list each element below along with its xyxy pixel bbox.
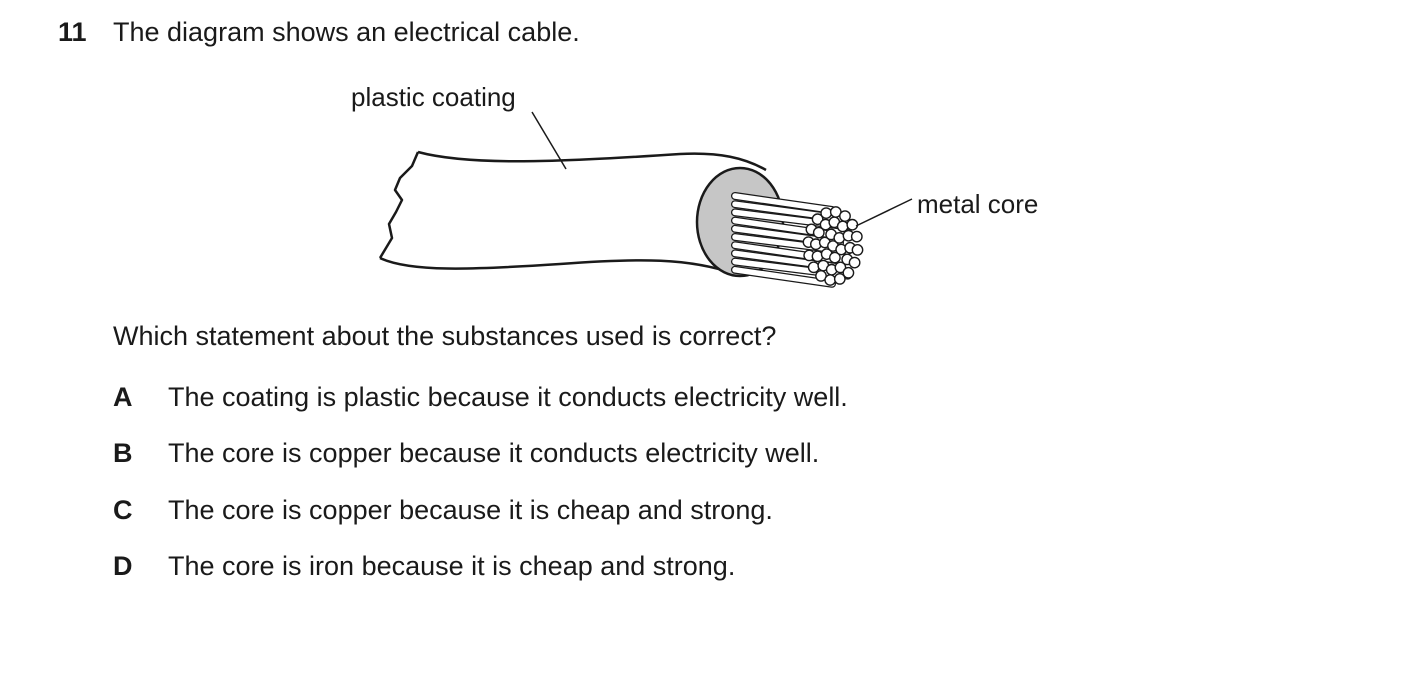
wire-tip xyxy=(848,256,861,269)
option-a[interactable]: A The coating is plastic because it condu… xyxy=(113,381,848,413)
wire-tip xyxy=(836,220,849,233)
option-c[interactable]: C The core is copper because it is cheap … xyxy=(113,494,773,526)
wire-tip xyxy=(850,230,863,243)
wire-strand xyxy=(732,267,835,287)
wire-tip xyxy=(807,261,820,274)
wire-tip xyxy=(820,207,833,220)
option-letter: D xyxy=(113,551,133,581)
wire-tip xyxy=(834,261,847,274)
wire-tip xyxy=(824,274,837,286)
wire-tip xyxy=(851,243,864,256)
option-text: The core is copper because it conducts e… xyxy=(168,438,820,468)
wire-tip xyxy=(842,266,855,279)
option-b[interactable]: B The core is copper because it conducts … xyxy=(113,437,819,469)
option-letter: B xyxy=(113,438,133,468)
wire-tip xyxy=(846,218,859,231)
option-letter: A xyxy=(113,382,133,412)
option-letter: C xyxy=(113,495,133,525)
question-intro: The diagram shows an electrical cable. xyxy=(113,17,580,47)
option-text: The core is copper because it is cheap a… xyxy=(168,495,773,525)
question-stem: Which statement about the substances use… xyxy=(113,321,777,351)
metal-core-strands xyxy=(731,192,864,288)
wire-tip xyxy=(829,251,841,264)
option-d[interactable]: D The core is iron because it is cheap an… xyxy=(113,550,735,582)
wire-strand xyxy=(732,193,835,213)
label-metal-core: metal core xyxy=(917,189,1038,219)
cable-body xyxy=(379,150,767,276)
question-number: 11 xyxy=(58,17,87,47)
option-text: The coating is plastic because it conduc… xyxy=(168,382,848,412)
wire-tip xyxy=(812,226,825,239)
wire-tip xyxy=(833,272,846,285)
wire-tip xyxy=(811,213,824,226)
coating-leader-line xyxy=(531,111,567,170)
cable-diagram: plastic coating metal core xyxy=(351,82,1038,288)
option-text: The core is iron because it is cheap and… xyxy=(168,551,736,581)
label-plastic-coating: plastic coating xyxy=(351,82,516,112)
core-leader-line xyxy=(855,198,913,227)
wire-tip xyxy=(839,210,851,223)
cable-cut-end xyxy=(378,151,420,259)
